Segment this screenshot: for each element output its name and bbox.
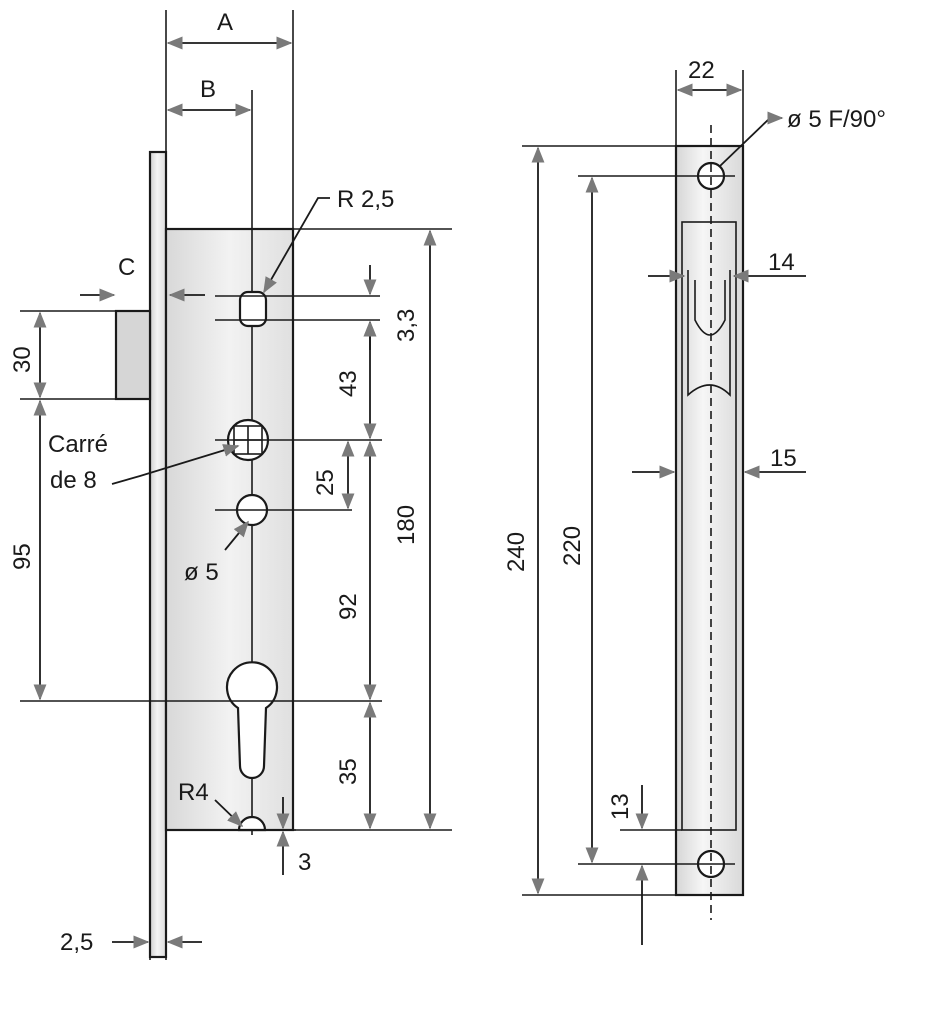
reference-lines-left bbox=[20, 10, 452, 960]
label-25: 25 bbox=[312, 469, 339, 496]
label-carre: Carré bbox=[48, 431, 108, 458]
dimension-lines-right bbox=[531, 83, 806, 945]
label-hole-5-f90: ø 5 F/90° bbox=[787, 106, 886, 133]
label-a: A bbox=[217, 9, 233, 36]
cylinder-hole bbox=[225, 661, 279, 780]
label-95: 95 bbox=[9, 543, 36, 570]
lock-case bbox=[164, 227, 295, 832]
slot-hole bbox=[238, 290, 268, 328]
labels-left: A B C R 2,5 3,3 30 43 Carré de 8 25 180 … bbox=[9, 9, 420, 956]
label-43: 43 bbox=[335, 370, 362, 397]
label-180: 180 bbox=[393, 505, 420, 545]
latch-bolt bbox=[114, 309, 152, 401]
label-15: 15 bbox=[770, 445, 797, 472]
strike-plate-view bbox=[674, 125, 745, 920]
label-13: 13 bbox=[607, 793, 634, 820]
label-92: 92 bbox=[335, 593, 362, 620]
dimension-lines-left bbox=[33, 36, 437, 949]
label-hole-5: ø 5 bbox=[184, 559, 219, 586]
strike-plate bbox=[674, 144, 745, 897]
lock-body-view bbox=[114, 90, 295, 959]
label-30: 30 bbox=[9, 346, 36, 373]
label-c: C bbox=[118, 254, 135, 281]
labels-right: 22 ø 5 F/90° 14 15 240 220 13 bbox=[503, 57, 886, 820]
label-14: 14 bbox=[768, 249, 795, 276]
face-plate bbox=[148, 150, 168, 959]
label-r4: R4 bbox=[178, 779, 209, 806]
label-de-8: de 8 bbox=[50, 467, 97, 494]
label-b: B bbox=[200, 76, 216, 103]
label-22: 22 bbox=[688, 57, 715, 84]
label-2-5: 2,5 bbox=[60, 929, 93, 956]
label-3: 3 bbox=[298, 849, 311, 876]
label-240: 240 bbox=[503, 532, 530, 572]
label-35: 35 bbox=[335, 758, 362, 785]
reference-lines-right bbox=[522, 70, 744, 896]
label-r2-5: R 2,5 bbox=[337, 186, 394, 213]
label-3-3: 3,3 bbox=[393, 309, 420, 342]
label-220: 220 bbox=[559, 526, 586, 566]
